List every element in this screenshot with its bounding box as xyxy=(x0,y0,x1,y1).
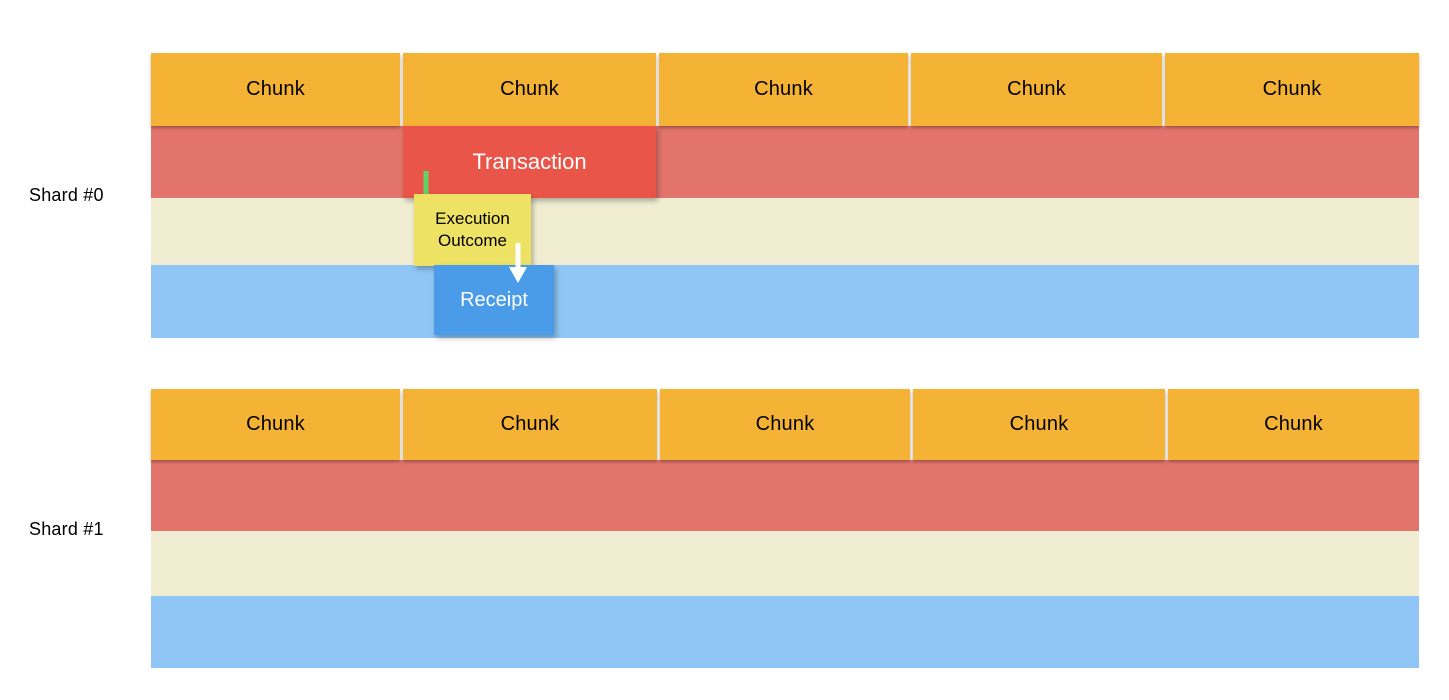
receipt-label: Receipt xyxy=(460,288,528,311)
transaction-box[interactable]: Transaction xyxy=(403,126,656,198)
shard-0-chunk-row: Chunk Chunk Chunk Chunk Chunk xyxy=(151,53,1419,126)
shard-0-label: Shard #0 xyxy=(29,185,104,205)
shard-0-chunk-2[interactable]: Chunk xyxy=(659,53,908,126)
shard-0-transaction-band xyxy=(151,126,1419,198)
shard-1-chunk-3[interactable]: Chunk xyxy=(913,389,1165,460)
shard-0-chunk-0[interactable]: Chunk xyxy=(151,53,400,126)
shard-1-chunk-2[interactable]: Chunk xyxy=(660,389,910,460)
execution-outcome-line-2: Outcome xyxy=(438,231,507,250)
receipt-box[interactable]: Receipt xyxy=(434,265,554,335)
chunk-label: Chunk xyxy=(755,413,815,435)
shard-1-chunk-0[interactable]: Chunk xyxy=(151,389,400,460)
chunk-label: Chunk xyxy=(1262,78,1322,100)
execution-outcome-line-1: Execution xyxy=(435,208,510,228)
shard-1-chunk-1[interactable]: Chunk xyxy=(403,389,657,460)
chunk-label: Chunk xyxy=(1009,413,1069,435)
execution-outcome-box[interactable]: Execution Outcome xyxy=(414,194,531,266)
shard-0-chunk-1[interactable]: Chunk xyxy=(403,53,656,126)
chunk-label: Chunk xyxy=(246,78,305,100)
shard-0-outcome-band xyxy=(151,198,1419,265)
shard-1-label: Shard #1 xyxy=(29,519,104,539)
chunk-label: Chunk xyxy=(500,413,560,435)
shard-1-outcome-band xyxy=(151,531,1419,596)
shard-0-receipt-band xyxy=(151,265,1419,338)
shard-1-block: Chunk Chunk Chunk Chunk Chunk xyxy=(151,389,1419,668)
chunk-label: Chunk xyxy=(1007,78,1066,100)
shard-0-block: Chunk Chunk Chunk Chunk Chunk Transactio… xyxy=(151,53,1419,338)
shard-0-chunk-4[interactable]: Chunk xyxy=(1165,53,1419,126)
chunk-label: Chunk xyxy=(500,78,559,100)
shard-1-chunk-row: Chunk Chunk Chunk Chunk Chunk xyxy=(151,389,1419,460)
shard-0-chunk-3[interactable]: Chunk xyxy=(911,53,1162,126)
chunk-label: Chunk xyxy=(246,413,305,435)
chunk-label: Chunk xyxy=(754,78,813,100)
shard-1-chunk-4[interactable]: Chunk xyxy=(1168,389,1419,460)
chunk-label: Chunk xyxy=(1264,413,1323,435)
transaction-label: Transaction xyxy=(472,149,587,174)
shard-1-transaction-band xyxy=(151,460,1419,531)
execution-outcome-label: Execution Outcome xyxy=(435,208,510,252)
shard-1-receipt-band xyxy=(151,596,1419,668)
